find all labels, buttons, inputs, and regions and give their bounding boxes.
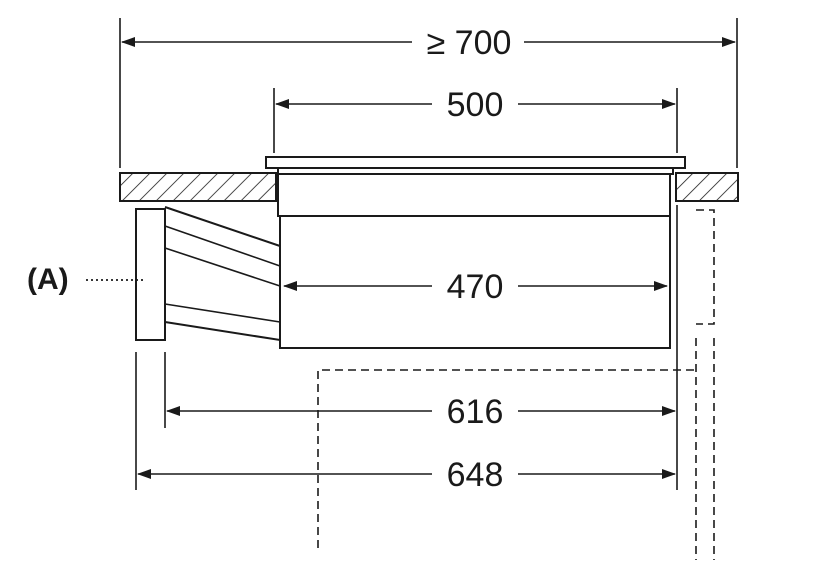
- extension-lines: [119, 18, 738, 490]
- outlet-callout-label: (A): [27, 263, 69, 296]
- hob-body-upper: [277, 173, 671, 217]
- dim-overall-depth: 648: [137, 456, 676, 494]
- dim-label-unit-width: 470: [447, 268, 504, 306]
- dim-depth-outlet: 616: [166, 393, 676, 431]
- worktop-right: [675, 172, 739, 202]
- worktop-left: [119, 172, 277, 202]
- cabinet-wall-right: [695, 209, 715, 560]
- worktop: [119, 172, 739, 202]
- duct-line-3: [164, 303, 281, 323]
- dim-label-hob-width: 500: [447, 86, 504, 124]
- duct-line-2: [164, 247, 281, 287]
- outlet-callout: (A): [27, 263, 146, 296]
- dim-min-cutout: ≥ 700: [121, 24, 736, 62]
- dim-label-overall-depth: 648: [447, 456, 504, 494]
- outlet-duct: [135, 206, 281, 342]
- dim-hob-width: 500: [275, 86, 676, 124]
- dim-unit-width: 470: [283, 268, 668, 306]
- hob-glass-top: [265, 156, 686, 169]
- cabinet-wall-upper: [696, 209, 715, 325]
- dim-label-min-cutout: ≥ 700: [427, 24, 512, 62]
- cabinet-base-outline: [317, 369, 696, 548]
- outlet-flange: [135, 208, 166, 341]
- dim-label-depth-outlet: 616: [447, 393, 504, 431]
- duct-line-1: [164, 225, 281, 267]
- duct-transition: [164, 206, 281, 342]
